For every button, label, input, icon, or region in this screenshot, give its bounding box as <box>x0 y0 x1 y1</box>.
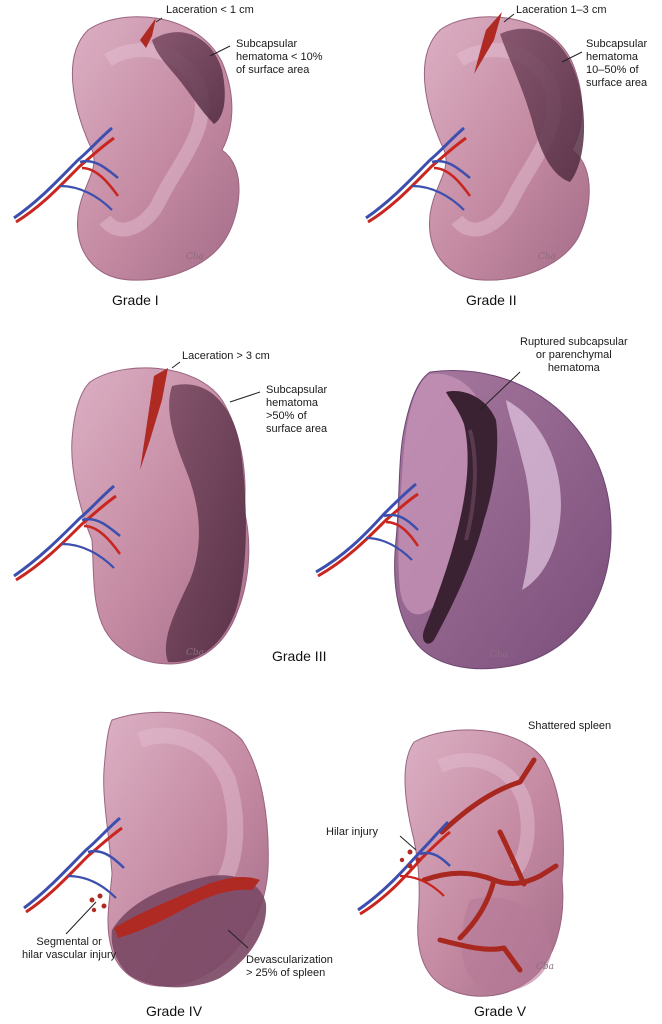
grade2-laceration-label: Laceration 1–3 cm <box>516 4 607 16</box>
grade4-vessels <box>23 816 125 914</box>
grade4-spleen <box>103 711 269 988</box>
grade5-vessels <box>357 820 451 916</box>
grade1-title: Grade I <box>112 292 159 308</box>
grade2-hematoma-leader <box>561 51 583 63</box>
grade5-title: Grade V <box>474 1003 527 1019</box>
grade4-vascular-label: Segmental or hilar vascular injury <box>22 936 117 961</box>
grade2-title: Grade II <box>466 292 517 308</box>
grade2-laceration-leader <box>503 13 515 23</box>
artist-signature: Cba <box>186 252 205 262</box>
grade4-devasc-leader <box>227 929 249 949</box>
grade2-laceration <box>474 12 502 74</box>
grade4-devasc-label: Devascularization > 25% of spleen <box>246 954 333 979</box>
artist-signature: Cba <box>490 650 509 660</box>
grade3-title: Grade III <box>272 648 327 664</box>
grade2-spleen <box>423 12 590 281</box>
grade5-fracture-lines <box>421 757 559 973</box>
grade3-ruptured-label: Ruptured subcapsular or parenchymal hema… <box>520 336 628 374</box>
grade5-hilar-label: Hilar injury <box>326 826 378 838</box>
artist-signature: Cba <box>536 962 555 972</box>
grade4-title: Grade IV <box>146 1003 203 1019</box>
grade3-laceration <box>140 368 168 470</box>
grade1-vessels <box>13 126 120 224</box>
grade1-laceration-label: Laceration < 1 cm <box>166 4 254 16</box>
artist-signature: Cba <box>538 252 557 262</box>
grade4-vascular-leader <box>65 901 97 935</box>
grade5-hilar-leader <box>399 835 417 851</box>
grade3-hematoma-leader <box>229 391 261 403</box>
grade2-subcapsular-hematoma <box>500 28 585 182</box>
grade3-spleen-ruptured <box>394 370 612 670</box>
grade4-laceration <box>114 877 260 938</box>
grade3-laceration-label: Laceration > 3 cm <box>182 350 270 362</box>
grade3-vessels-right <box>315 482 420 578</box>
grade1-spleen <box>71 16 240 281</box>
grade5-shattered-label: Shattered spleen <box>528 720 612 732</box>
grade3-ruptured-leader <box>479 371 521 411</box>
grade5-spleen-shattered <box>404 729 564 997</box>
grade3-ruptured-hematoma <box>422 391 498 644</box>
grade1-laceration <box>140 18 156 48</box>
grade2-hematoma-label: Subcapsular hematoma 10–50% of surface a… <box>586 38 648 89</box>
grade1-hematoma-leader <box>209 45 231 57</box>
grade3-subcapsular-hematoma <box>165 384 246 663</box>
grade4-bleeding-drops <box>89 893 107 913</box>
grade1-hematoma-label: Subcapsular hematoma < 10% of surface ar… <box>236 38 323 76</box>
grade3-spleen-subcapsular <box>71 367 250 665</box>
grade2-vessels <box>365 126 472 224</box>
grade3-hematoma-label: Subcapsular hematoma >50% of surface are… <box>266 384 328 435</box>
grade5-bleeding-drops <box>399 849 421 869</box>
grade4-devascularized-segment <box>111 875 267 988</box>
grade1-laceration-leader <box>155 17 163 23</box>
grade1-subcapsular-hematoma <box>152 32 225 125</box>
grade3-laceration-leader <box>171 361 181 369</box>
artist-signature: Cba <box>186 648 205 658</box>
grade3-vessels-left <box>13 484 122 582</box>
